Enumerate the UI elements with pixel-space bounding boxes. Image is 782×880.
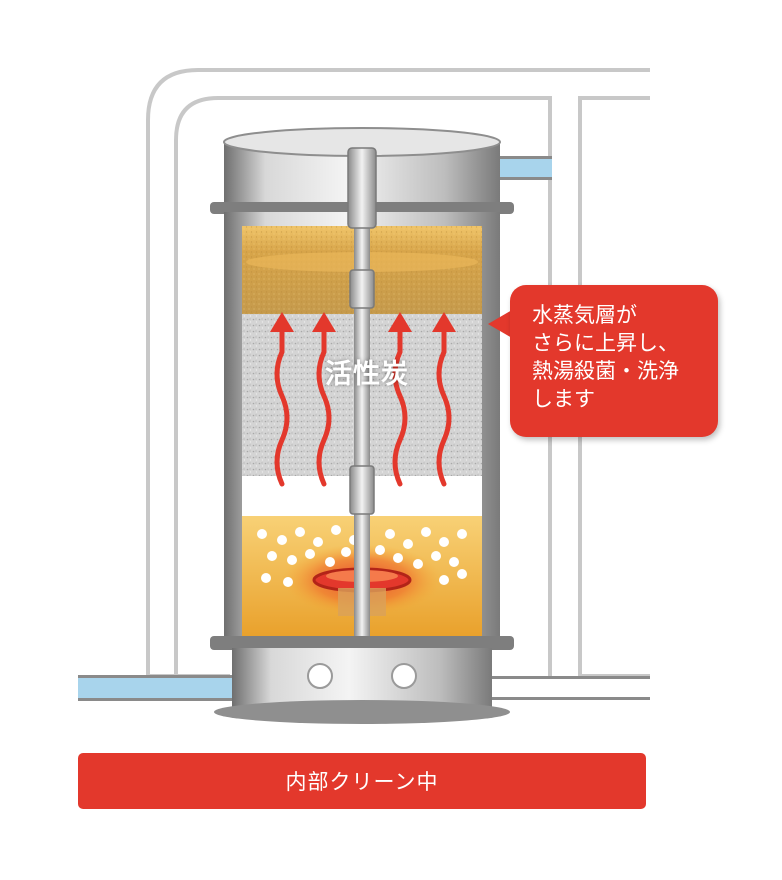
callout-pointer [488,310,512,338]
callout-line-4: します [532,387,595,411]
housing-bottom [210,636,514,724]
callout-line-2: さらに上昇し、 [532,331,679,355]
status-banner: 内部クリーン中 [78,753,646,809]
rising-steam-arrows [274,325,452,487]
arrow-heads [270,312,456,332]
activated-carbon-label: 活性炭 [325,359,409,390]
central-rod [347,147,377,718]
steam-callout: 水蒸気層が さらに上昇し、 熱湯殺菌・洗浄 します [510,285,718,437]
callout-line-3: 熱湯殺菌・洗浄 [532,359,679,383]
steam-bubbles [257,525,467,587]
callout-line-1: 水蒸気層が [532,303,637,327]
